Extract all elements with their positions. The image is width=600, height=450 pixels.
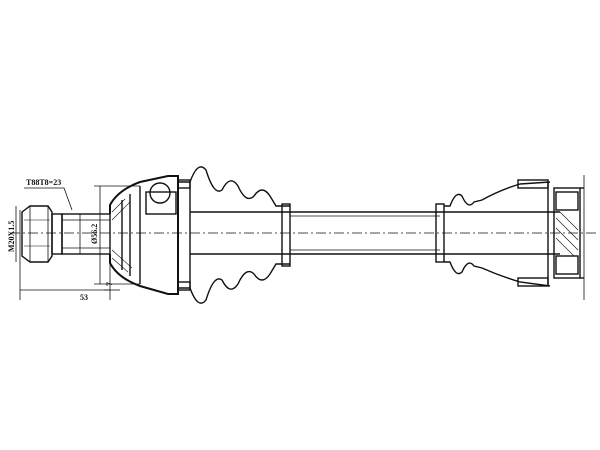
inner-boot [435, 179, 551, 287]
main-shaft [190, 211, 560, 255]
outer-cv-joint [109, 175, 179, 295]
threaded-stub [21, 205, 63, 263]
diameter-label: Ø56.2 [90, 224, 99, 244]
thread-label: M20X1.5 [7, 221, 16, 252]
length-label: 53 [80, 293, 88, 302]
dimension-lines [15, 175, 585, 300]
spline-count-label: T88T8=23 [26, 178, 61, 187]
offset-label: 7 [105, 282, 114, 286]
splined-shank [61, 213, 111, 255]
outer-boot [177, 166, 291, 304]
inner-joint [553, 187, 584, 279]
